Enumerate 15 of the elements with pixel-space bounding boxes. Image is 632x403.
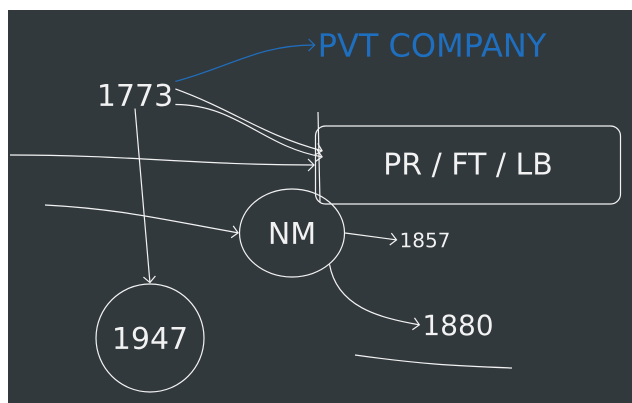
arrow [134,108,156,284]
circled-year: 1947 [95,283,205,393]
year-text: 1773 [100,84,171,106]
arrow [175,38,316,82]
arrow [175,104,323,162]
arrow [44,204,239,238]
arrow [175,88,323,156]
year-text: 1857 [402,232,449,248]
bracket-box: PR / FT / LB [314,125,622,205]
arrow [10,154,315,172]
heading-text: PVT COMPANY [320,32,546,58]
arrow [328,264,420,330]
circled-text: NM [238,188,346,278]
arrow [345,232,398,246]
year-text: 1880 [425,314,492,336]
